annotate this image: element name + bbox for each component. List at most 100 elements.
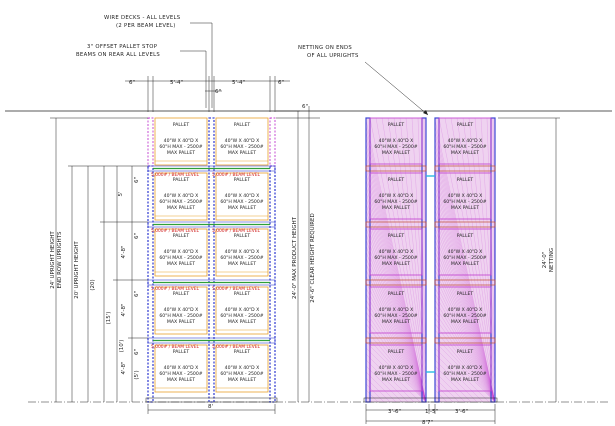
netting-hatch [434, 359, 478, 403]
netting-hatch [434, 143, 496, 403]
pallet-spec-line: MAX PALLET [228, 377, 256, 383]
beam-level [147, 221, 276, 228]
netting-hatch [434, 281, 496, 403]
dim-level-20: (20) [90, 279, 96, 290]
beam-label: 5,000# / BEAM LEVEL [151, 228, 199, 234]
netting-hatch [387, 117, 427, 381]
pallet-spec-line: 40"W X 40"D X [164, 249, 199, 255]
netting-hatch [365, 323, 427, 403]
netting-hatch [365, 395, 373, 403]
netting-hatch [434, 215, 496, 403]
netting-hatch [381, 117, 427, 387]
netting-hatch [365, 317, 427, 403]
netting-hatch [365, 305, 427, 403]
side-pallet-outline [438, 228, 492, 276]
side-pallet-outline [369, 344, 423, 392]
beam-label: 5,000# / BEAM LEVEL [212, 344, 260, 350]
side-pallet-spec-line: 60"H MAX - 2500# [443, 144, 486, 150]
netting-hatch [434, 365, 472, 403]
side-pallet-spec-line: 60"H MAX - 2500# [443, 371, 486, 377]
side-pallet-spec-line: 60"H MAX - 2500# [374, 313, 417, 319]
netting-hatch [365, 281, 427, 403]
netting-hatch [365, 239, 427, 403]
dim-beam-gap-2: 6" [134, 233, 140, 239]
side-beam [365, 221, 427, 228]
beam-level [147, 337, 276, 344]
dim-level-span-1: 5' [118, 191, 124, 196]
side-pallet-spec-line: MAX PALLET [382, 261, 410, 267]
netting-hatch [434, 179, 496, 403]
side-pallet-spec-line: MAX PALLET [382, 319, 410, 325]
netting-hatch [434, 239, 496, 403]
netting-hatch [369, 117, 427, 399]
front-left-dimensions: 24' UPRIGHT HEIGHT END ROW UPRIGHTS 20' … [50, 117, 148, 402]
pallet-outline [215, 344, 269, 393]
netting-hatch [434, 149, 496, 403]
netting-hatch [365, 389, 379, 403]
side-pallet-spec-line: MAX PALLET [382, 377, 410, 383]
pallet-spec-line: 40"W X 40"D X [164, 307, 199, 313]
pallet-spec-line: MAX PALLET [167, 261, 195, 267]
pallet-spec-line: MAX PALLET [228, 205, 256, 211]
pallet-spec-line: MAX PALLET [228, 150, 256, 156]
pallet-spec-line: 60"H MAX - 2500# [220, 313, 263, 319]
beam-label: 5,000# / BEAM LEVEL [212, 286, 260, 292]
netting-hatch [365, 257, 427, 403]
pallet-spec-line: 60"H MAX - 2500# [159, 255, 202, 261]
dim-inner-upright-height: 20' UPRIGHT HEIGHT [74, 241, 80, 299]
side-pallet-title: PALLET [388, 177, 405, 183]
netting-hatch [365, 161, 427, 403]
side-pallet-spec-line: MAX PALLET [451, 205, 479, 211]
netting-hatch [365, 203, 427, 403]
beam-label: 5,000# / BEAM LEVEL [212, 172, 260, 178]
side-beam [365, 337, 427, 344]
netting-hatch [365, 359, 409, 403]
side-pallet-spec-line: MAX PALLET [382, 205, 410, 211]
side-pallet-title: PALLET [457, 122, 474, 128]
dim-bay-left: 5'-4" [170, 80, 183, 86]
netting-hatch [434, 323, 496, 403]
dim-row-depth-left: 3'-6" [388, 409, 401, 415]
netting-hatch [365, 251, 427, 403]
netting-hatch [434, 311, 496, 403]
netting-hatch [434, 305, 496, 403]
side-pallet-spec-line: MAX PALLET [382, 150, 410, 156]
netting-hatch [365, 383, 385, 403]
netting-hatch [365, 371, 397, 403]
dim-side-netting: NETTING [549, 248, 555, 272]
pallet-outline [215, 286, 269, 335]
pallet-spec-line: 40"W X 40"D X [164, 193, 199, 199]
dim-clear-height: 24'-6" CLEAR HEIGHT REQUIRED [310, 213, 316, 303]
side-pallet-spec-line: 60"H MAX - 2500# [374, 144, 417, 150]
dim-clearance-gap: 6" [302, 104, 308, 110]
note-pallet-stop-line2: BEAMS ON REAR ALL LEVELS [76, 52, 160, 58]
pallet-spec-line: 60"H MAX - 2500# [220, 199, 263, 205]
netting-hatch [434, 155, 496, 403]
dim-level-15: (15') [106, 312, 112, 325]
side-base-plate [363, 397, 498, 403]
side-pallet-spec-line: 40"W X 40"D X [379, 307, 414, 313]
side-pallet-spec-line: MAX PALLET [451, 377, 479, 383]
note-pallet-stop: 3" OFFSET PALLET STOP BEAMS ON REAR ALL … [76, 44, 207, 108]
side-pallet-title: PALLET [388, 291, 405, 297]
pallet-spec-line: 40"W X 40"D X [225, 138, 260, 144]
netting-hatch [434, 341, 496, 403]
side-beam [365, 165, 427, 172]
netting-hatch [434, 371, 466, 403]
dim-row-depth-right: 3'-6" [455, 409, 468, 415]
side-pallet-spec-line: 40"W X 40"D X [448, 193, 483, 199]
netting-hatch [450, 117, 496, 387]
netting-hatch [365, 173, 427, 403]
pallet-outline [215, 117, 269, 166]
side-pallet-title: PALLET [457, 177, 474, 183]
pallet-spec-line: MAX PALLET [167, 377, 195, 383]
side-pallet-spec-line: 40"W X 40"D X [448, 307, 483, 313]
netting-hatch [365, 365, 403, 403]
pallet-outline [154, 286, 208, 335]
note-netting-line2: OF ALL UPRIGHTS [307, 53, 359, 59]
pallet-title: PALLET [234, 177, 251, 183]
